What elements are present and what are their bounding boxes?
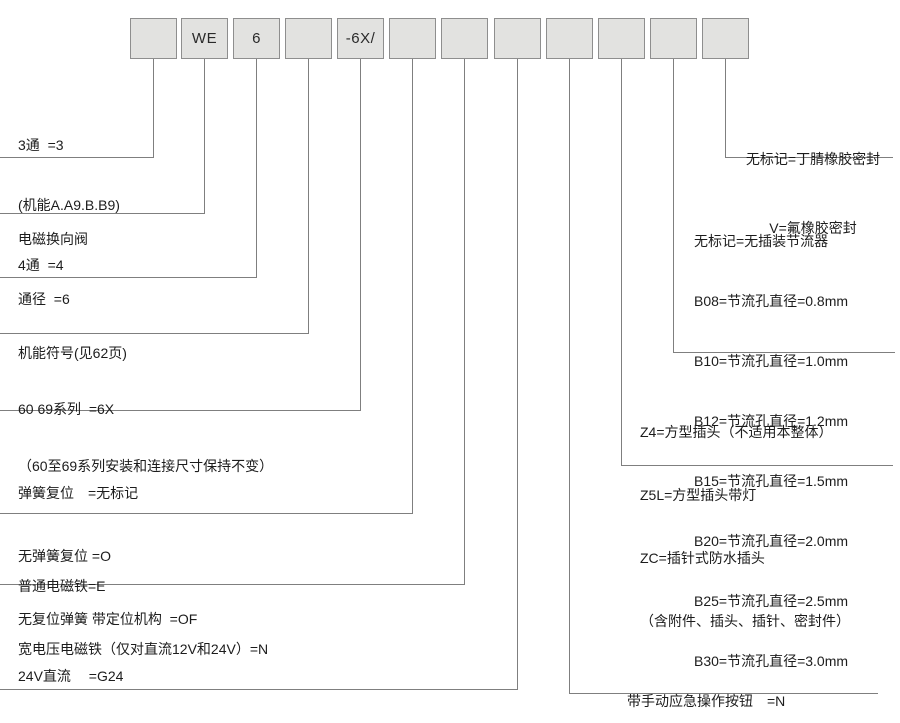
connector-h-11: [673, 352, 895, 353]
code-box-4: [285, 18, 332, 59]
label-line: 带手动应急操作按钮 =N: [627, 693, 786, 709]
label-size: 通径 =6: [18, 249, 70, 349]
label-line: 无弹簧复位 =O: [18, 548, 111, 564]
connector-h-4: [0, 333, 309, 334]
label-line: B30=节流孔直径=3.0mm: [694, 653, 849, 669]
connector-v-2: [204, 59, 205, 213]
label-line: 通径 =6: [18, 291, 70, 307]
connector-h-12: [725, 157, 893, 158]
label-manual-override: 带手动应急操作按钮 =N: [627, 651, 785, 723]
label-line: B25=节流孔直径=2.5mm: [694, 593, 849, 609]
code-box-5: -6X/: [337, 18, 384, 59]
label-line: 普通电磁铁=E: [18, 578, 106, 594]
label-line: 无标记=丁腈橡胶密封: [745, 151, 881, 167]
label-line: 无标记=无插装节流器: [694, 233, 829, 249]
connector-v-8: [517, 59, 518, 689]
code-box-7: [441, 18, 488, 59]
code-box-6: [389, 18, 436, 59]
label-spring-reset: 弹簧复位 =无标记 无弹簧复位 =O 无复位弹簧 带定位机构 =OF: [18, 441, 197, 672]
label-line: V=氟橡胶密封: [769, 220, 857, 236]
connector-h-2: [0, 213, 205, 214]
label-line: 弹簧复位 =无标记: [18, 485, 139, 501]
label-voltage: 24V直流 =G24 220V交流.50Hz =W220-50 220V交流本整…: [18, 621, 188, 723]
label-line: B15=节流孔直径=1.5mm: [694, 473, 849, 489]
label-line: 60 69系列 =6X: [18, 401, 115, 417]
connector-v-9: [569, 59, 570, 693]
connector-v-12: [725, 59, 726, 157]
label-solenoid-type: 普通电磁铁=E 宽电压电磁铁（仅对直流12V和24V）=N: [18, 534, 268, 702]
label-orifice: 无标记=无插装节流器 B08=节流孔直径=0.8mm B10=节流孔直径=1.0…: [694, 191, 848, 711]
connector-h-8: [0, 689, 518, 690]
label-line: B10=节流孔直径=1.0mm: [694, 353, 849, 369]
label-line: （含附件、插头、插针、密封件）: [640, 613, 850, 629]
code-box-10: [598, 18, 645, 59]
connector-v-1: [153, 59, 154, 157]
connector-v-6: [412, 59, 413, 513]
connector-v-11: [673, 59, 674, 352]
label-line: 4通 =4: [18, 257, 64, 273]
label-seal: 无标记=丁腈橡胶密封 V=氟橡胶密封: [733, 102, 893, 286]
connector-h-9: [569, 693, 878, 694]
code-box-3: 6: [233, 18, 280, 59]
label-ways: 3通 =3 (机能A.A9.B.B9) 4通 =4: [18, 95, 120, 315]
code-box-12: [702, 18, 749, 59]
label-line: Z4=方型插头（不适用本整体）: [640, 424, 833, 440]
code-box-5-label: -6X/: [345, 30, 376, 47]
code-box-1: [130, 18, 177, 59]
connector-v-4: [308, 59, 309, 333]
label-plug-type: Z4=方型插头（不适用本整体） Z5L=方型插头带灯 ZC=插针式防水插头 （含…: [640, 380, 850, 674]
label-line: 3通 =3: [18, 137, 64, 153]
label-series: 60 69系列 =6X （60至69系列安装和连接尺寸保持不变）: [18, 362, 273, 514]
connector-v-10: [621, 59, 622, 465]
code-box-9: [546, 18, 593, 59]
label-line: （60至69系列安装和连接尺寸保持不变）: [18, 458, 274, 474]
label-line: 电磁换向阀: [18, 231, 88, 247]
label-line: 机能符号(见62页): [18, 345, 127, 361]
code-box-3-label: 6: [252, 30, 261, 47]
connector-h-10: [621, 465, 893, 466]
connector-v-3: [256, 59, 257, 277]
connector-v-7: [464, 59, 465, 584]
label-line: 宽电压电磁铁（仅对直流12V和24V）=N: [18, 641, 269, 657]
label-valve-type: 电磁换向阀: [18, 189, 88, 289]
connector-v-5: [360, 59, 361, 410]
connector-h-5: [0, 410, 361, 411]
label-line: B12=节流孔直径=1.2mm: [694, 413, 849, 429]
label-line: B20=节流孔直径=2.0mm: [694, 533, 849, 549]
connector-h-6: [0, 513, 413, 514]
label-line: 无复位弹簧 带定位机构 =OF: [18, 611, 198, 627]
label-line: ZC=插针式防水插头: [640, 550, 765, 566]
connector-h-1: [0, 157, 154, 158]
label-line: Z5L=方型插头带灯: [640, 487, 757, 503]
code-box-2: WE: [181, 18, 228, 59]
label-line: B08=节流孔直径=0.8mm: [694, 293, 849, 309]
connector-h-7: [0, 584, 465, 585]
label-line: (机能A.A9.B.B9): [18, 197, 120, 213]
code-box-2-label: WE: [191, 30, 218, 47]
code-box-11: [650, 18, 697, 59]
label-line: 24V直流 =G24: [18, 668, 124, 684]
label-spool-symbol: 机能符号(见62页): [18, 303, 127, 403]
code-box-8: [494, 18, 541, 59]
connector-h-3: [0, 277, 257, 278]
